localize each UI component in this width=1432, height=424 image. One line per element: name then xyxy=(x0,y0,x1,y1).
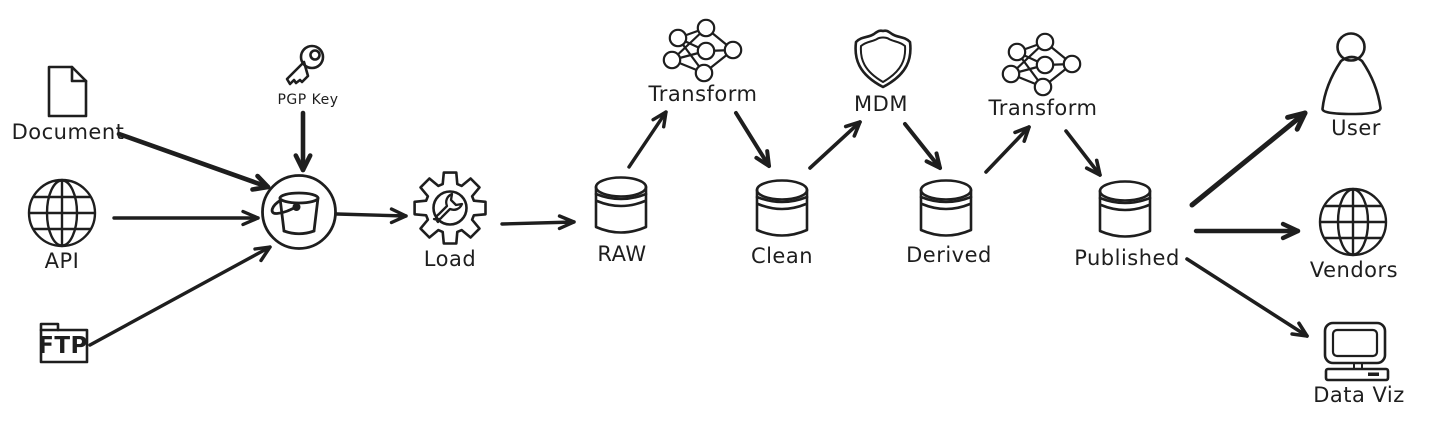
node-derived: Derived xyxy=(906,179,992,267)
load-label: Load xyxy=(424,247,476,271)
pgp-key-label: PGP Key xyxy=(277,92,338,108)
neural-network-icon xyxy=(1001,32,1082,97)
data-viz-label: Data Viz xyxy=(1313,383,1405,407)
node-transform-2: Transform xyxy=(988,32,1098,120)
published-label: Published xyxy=(1074,246,1180,270)
node-mdm: MDM xyxy=(854,29,912,116)
node-api: API xyxy=(27,178,97,273)
gear-wrench-icon xyxy=(413,171,487,245)
node-data-viz: Data Viz xyxy=(1313,321,1405,407)
vendors-label: Vendors xyxy=(1310,258,1398,282)
edge-transform-2-to-published xyxy=(1064,129,1102,177)
user-label: User xyxy=(1331,116,1381,140)
node-pgp-key: PGP Key xyxy=(277,44,338,108)
database-icon xyxy=(919,179,973,237)
edge-load-to-raw xyxy=(500,214,576,231)
ftp-label: FTP xyxy=(38,333,88,359)
edge-raw-to-transform-1 xyxy=(627,110,668,169)
mdm-label: MDM xyxy=(854,92,908,116)
document-label: Document xyxy=(12,120,125,144)
node-ftp: FTP xyxy=(38,322,89,364)
globe-icon xyxy=(27,178,97,248)
api-label: API xyxy=(45,249,80,273)
database-icon xyxy=(755,179,809,237)
person-icon xyxy=(1321,32,1382,116)
edge-transform-1-to-clean xyxy=(734,111,771,168)
key-icon xyxy=(285,44,325,86)
node-vendors: Vendors xyxy=(1310,187,1398,282)
node-raw: RAW xyxy=(594,176,648,266)
transform-1-label: Transform xyxy=(648,82,758,106)
node-document: Document xyxy=(12,65,125,144)
edge-document-to-bucket xyxy=(116,131,271,192)
folder-icon xyxy=(39,322,89,364)
node-load: Load xyxy=(413,171,487,271)
edge-derived-to-transform-2 xyxy=(984,125,1031,174)
neural-network-icon xyxy=(662,18,743,83)
nodes-layer: Document API FTP PGP Key xyxy=(12,18,1405,407)
document-icon xyxy=(47,65,88,118)
edge-ftp-to-bucket xyxy=(88,245,272,347)
edge-published-to-data-viz xyxy=(1185,257,1309,338)
edges-layer xyxy=(88,110,1309,347)
shield-icon xyxy=(854,29,912,89)
database-icon xyxy=(594,176,648,234)
edge-clean-to-mdm xyxy=(808,120,862,170)
node-user: User xyxy=(1321,32,1382,140)
edge-bucket-to-load xyxy=(335,207,408,225)
node-transform-1: Transform xyxy=(648,18,758,106)
edge-pgp-key-to-bucket xyxy=(293,110,313,173)
derived-label: Derived xyxy=(906,243,992,267)
node-ingest-bucket xyxy=(261,174,337,250)
edge-published-to-vendors xyxy=(1193,221,1301,241)
node-published: Published xyxy=(1074,180,1180,270)
clean-label: Clean xyxy=(751,244,813,268)
edge-mdm-to-derived xyxy=(903,122,942,170)
globe-icon xyxy=(1318,187,1388,257)
raw-label: RAW xyxy=(597,242,646,266)
monitor-icon xyxy=(1323,321,1390,382)
edge-published-to-user xyxy=(1189,110,1308,208)
node-clean: Clean xyxy=(751,179,813,268)
bucket-icon xyxy=(261,174,337,250)
database-icon xyxy=(1098,180,1152,238)
edge-api-to-bucket xyxy=(112,209,260,227)
transform-2-label: Transform xyxy=(988,96,1098,120)
